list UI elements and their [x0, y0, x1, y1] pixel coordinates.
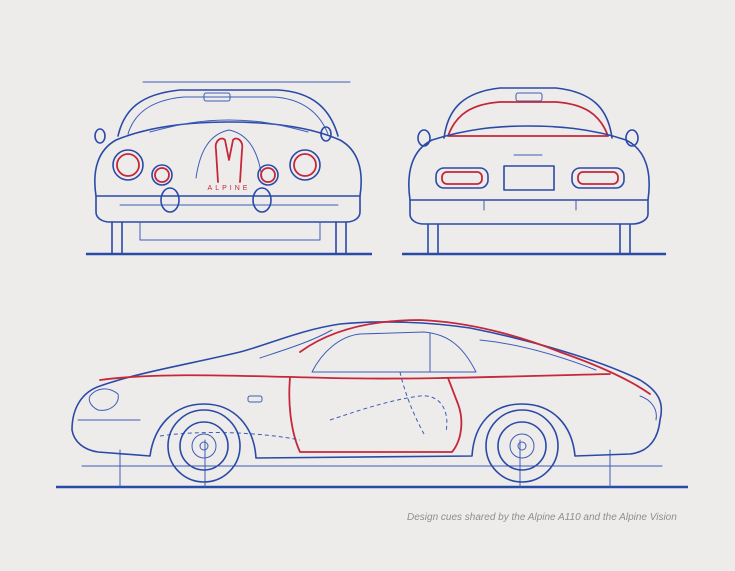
rear-view-taillight-left	[441, 171, 483, 185]
side-view-interior-line	[399, 371, 425, 435]
side-view-windshield	[259, 329, 333, 359]
side-view-rear-rim	[497, 421, 547, 471]
side-view-belt-line	[99, 373, 611, 381]
rear-view-body	[408, 125, 650, 201]
front-view-wing-mirror-left	[94, 128, 106, 144]
rear-view	[402, 87, 666, 256]
front-view-pod-left	[160, 187, 180, 213]
front-view-roof	[117, 89, 339, 137]
rear-view-wing-mirror-left	[417, 129, 431, 147]
front-view-tyre-left	[111, 221, 123, 255]
side-view-front-tyre	[167, 409, 241, 483]
front-view-nose-crease	[214, 137, 244, 183]
side-view-interior-seat	[329, 395, 448, 433]
front-view-pod-right	[252, 187, 272, 213]
side-view	[56, 319, 688, 489]
side-view-rear-center	[517, 441, 527, 451]
front-view-headlight-right	[293, 153, 317, 177]
front-view-foglight-left	[154, 167, 170, 183]
side-view-rear-window	[479, 339, 597, 371]
rear-view-tyre-right	[619, 223, 631, 255]
front-view-foglight-right-outer	[257, 164, 279, 186]
figure-caption: Design cues shared by the Alpine A110 an…	[407, 512, 677, 523]
front-view-foglight-left-outer	[151, 164, 173, 186]
rear-view-roof	[443, 87, 613, 139]
front-view-headlight-right-outer	[289, 149, 321, 181]
front-view-headlight-left-outer	[112, 149, 144, 181]
rear-view-mirror	[515, 92, 543, 102]
side-view-body-outline	[71, 321, 663, 459]
rear-view-tyre-left	[427, 223, 439, 255]
rear-view-taillight-right-outer	[571, 167, 625, 189]
side-view-badge	[247, 395, 263, 403]
side-view-rear-tyre	[485, 409, 559, 483]
rear-view-taillight-right	[577, 171, 619, 185]
side-view-side-window	[311, 331, 477, 373]
rear-view-wing-mirror-right	[625, 129, 639, 147]
front-view-bonnet-bulge	[195, 129, 263, 179]
side-view-front-rim	[179, 421, 229, 471]
side-view-front-center	[199, 441, 209, 451]
front-view-tyre-right	[335, 221, 347, 255]
front-view-bumper	[95, 195, 361, 223]
front-view-foglight-right	[260, 167, 276, 183]
side-view-door-outline	[288, 377, 463, 453]
rear-view-license-plate	[503, 165, 555, 191]
front-view-body	[94, 121, 362, 197]
front-view-bonnet-crease	[149, 119, 309, 133]
side-view-front-hub	[191, 433, 217, 459]
front-view-windshield	[127, 96, 329, 135]
rear-view-bumper-guards	[483, 199, 577, 211]
side-view-rear-hub	[509, 433, 535, 459]
front-view-headlight-left	[116, 153, 140, 177]
front-view-underbody	[139, 221, 321, 241]
front-view: ALPINE	[86, 81, 372, 256]
front-view-badge: ALPINE	[208, 185, 251, 192]
front-view-mirror	[203, 92, 231, 102]
rear-view-taillight-left-outer	[435, 167, 489, 189]
side-view-roofline	[299, 319, 651, 395]
rear-view-rear-window	[447, 101, 609, 137]
side-view-headlight	[88, 388, 119, 411]
rear-view-bumper	[409, 199, 649, 225]
side-view-interior-floor	[159, 432, 301, 441]
front-view-wing-mirror-right	[320, 126, 332, 142]
side-view-rear-light	[639, 395, 657, 421]
